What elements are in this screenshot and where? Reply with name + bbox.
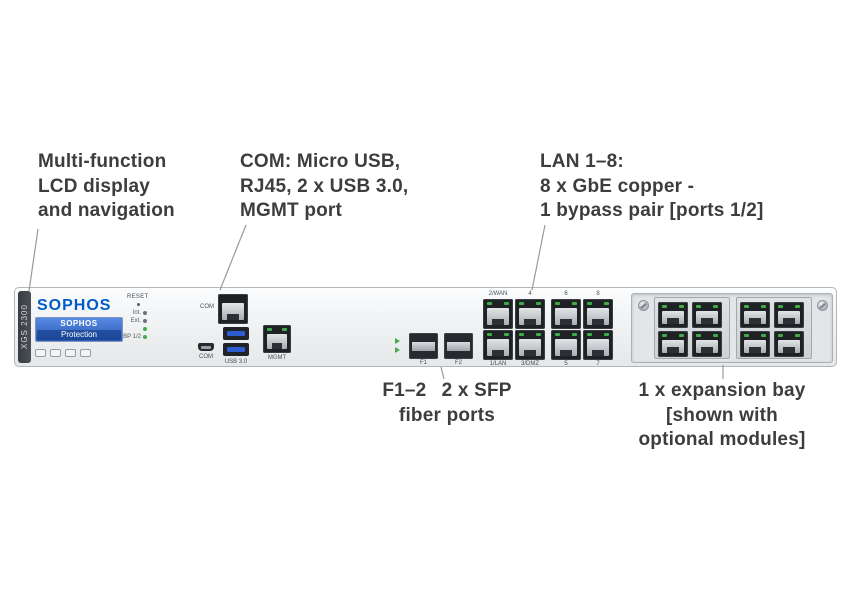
led-indicator bbox=[143, 327, 147, 331]
com-console-label: COM bbox=[200, 304, 214, 310]
callout-com: COM: Micro USB, RJ45, 2 x USB 3.0, MGMT … bbox=[240, 150, 408, 224]
expansion-port bbox=[774, 331, 804, 357]
callout-sfp-line2: fiber ports bbox=[398, 404, 496, 426]
led-row bbox=[119, 325, 147, 333]
callout-lan-line1: LAN 1–8: bbox=[540, 151, 624, 172]
expansion-port bbox=[692, 302, 722, 328]
lan-port-label: 6 bbox=[564, 291, 568, 297]
reset-label: RESET bbox=[127, 294, 149, 300]
screw-right bbox=[817, 300, 828, 311]
expansion-bay bbox=[631, 293, 833, 363]
lcd-line1: SOPHOS bbox=[60, 319, 98, 328]
screw-left bbox=[638, 300, 649, 311]
callout-com-line1: COM: Micro USB, bbox=[240, 151, 401, 172]
lcd-line2: Protection bbox=[37, 330, 121, 340]
callout-lan-line3: 1 bypass pair [ports 1/2] bbox=[540, 200, 764, 221]
sfp-activity-led-f2 bbox=[395, 347, 400, 353]
expansion-port bbox=[774, 302, 804, 328]
model-badge: XGS 2300 bbox=[18, 291, 31, 363]
callout-lcd-line3: and navigation bbox=[38, 200, 175, 221]
lan-port-label: 8 bbox=[596, 291, 600, 297]
lan-port-label: 1/LAN bbox=[489, 361, 507, 367]
led-row: Ext. bbox=[119, 317, 147, 325]
led-indicator bbox=[143, 319, 147, 323]
led-label: BP 1/2 bbox=[123, 334, 141, 340]
lan-port-1lan bbox=[483, 330, 513, 360]
expansion-port bbox=[740, 302, 770, 328]
lan-port-6 bbox=[551, 299, 581, 329]
micro-usb-label: COM bbox=[199, 354, 213, 360]
usb-label: USB 3.0 bbox=[224, 359, 248, 365]
lan-port-5 bbox=[551, 330, 581, 360]
lan-port-label: 7 bbox=[596, 361, 600, 367]
expansion-port bbox=[658, 302, 688, 328]
callout-com-line3: MGMT port bbox=[240, 200, 343, 221]
callout-line-lan bbox=[531, 224, 546, 291]
led-indicator bbox=[143, 311, 147, 315]
usb-30-ports bbox=[223, 327, 249, 359]
sfp-activity-led-f1 bbox=[395, 338, 400, 344]
led-indicator bbox=[143, 335, 147, 339]
lcd-nav-button bbox=[35, 349, 46, 357]
callout-lcd-line2: LCD display bbox=[38, 175, 150, 197]
sfp-port-f1 bbox=[409, 333, 438, 359]
led-row: BP 1/2 bbox=[119, 333, 147, 341]
callout-expansion: 1 x expansion bay [shown with optional m… bbox=[612, 379, 832, 453]
usb-port-2 bbox=[223, 343, 249, 356]
lcd-nav-button bbox=[50, 349, 61, 357]
led-label: Ext. bbox=[130, 318, 141, 324]
lan-port-2wan bbox=[483, 299, 513, 329]
lan-port-4 bbox=[515, 299, 545, 329]
led-label: Int. bbox=[132, 310, 141, 316]
expansion-port bbox=[692, 331, 722, 357]
callout-expansion-line3: optional modules] bbox=[638, 429, 806, 450]
lan-port-8 bbox=[583, 299, 613, 329]
sfp-label-f1: F1 bbox=[419, 360, 427, 366]
sfp-port-f2 bbox=[444, 333, 473, 359]
expansion-port bbox=[740, 331, 770, 357]
callout-lcd: Multi-function LCD display and navigatio… bbox=[38, 150, 175, 224]
mgmt-port bbox=[263, 325, 291, 353]
lan-port-label: 5 bbox=[564, 361, 568, 367]
usb-port-1 bbox=[223, 327, 249, 340]
lcd-display: SOPHOS Protection bbox=[35, 317, 123, 342]
callout-lan: LAN 1–8: 8 x GbE copper - 1 bypass pair … bbox=[540, 150, 764, 224]
callout-sfp-line1: F1–2 2 x SFP bbox=[382, 380, 512, 401]
lan-port-label: 2/WAN bbox=[488, 291, 508, 297]
micro-usb-port bbox=[198, 343, 214, 351]
callout-lan-line2: 8 x GbE copper - bbox=[540, 175, 695, 197]
sfp-label-f2: F2 bbox=[454, 360, 462, 366]
expansion-port bbox=[658, 331, 688, 357]
callout-lcd-line1: Multi-function bbox=[38, 151, 167, 172]
led-row: Int. bbox=[119, 309, 147, 317]
lcd-nav-button bbox=[80, 349, 91, 357]
callout-line-lcd bbox=[28, 228, 39, 292]
lan-port-label: 3/DMZ bbox=[521, 361, 539, 367]
com-rj45-port bbox=[218, 294, 248, 324]
callout-line-com bbox=[219, 224, 247, 291]
sophos-logo: SOPHOS bbox=[37, 297, 112, 314]
led-panel: Int. Ext. BP 1/2 bbox=[119, 309, 147, 341]
mgmt-label: MGMT bbox=[267, 355, 287, 361]
callout-line-sfp bbox=[440, 366, 445, 380]
lan-port-7 bbox=[583, 330, 613, 360]
lcd-nav-button bbox=[65, 349, 76, 357]
callout-com-line2: RJ45, 2 x USB 3.0, bbox=[240, 175, 409, 197]
lan-port-3dmz bbox=[515, 330, 545, 360]
callout-expansion-line2: [shown with bbox=[666, 404, 778, 426]
appliance-front-panel: XGS 2300 SOPHOS SOPHOS Protection RESET … bbox=[14, 287, 837, 367]
lan-port-label: 4 bbox=[528, 291, 532, 297]
callout-expansion-line1: 1 x expansion bay bbox=[638, 380, 806, 401]
callout-sfp: F1–2 2 x SFP fiber ports bbox=[367, 379, 527, 428]
reset-pinhole bbox=[137, 303, 140, 306]
